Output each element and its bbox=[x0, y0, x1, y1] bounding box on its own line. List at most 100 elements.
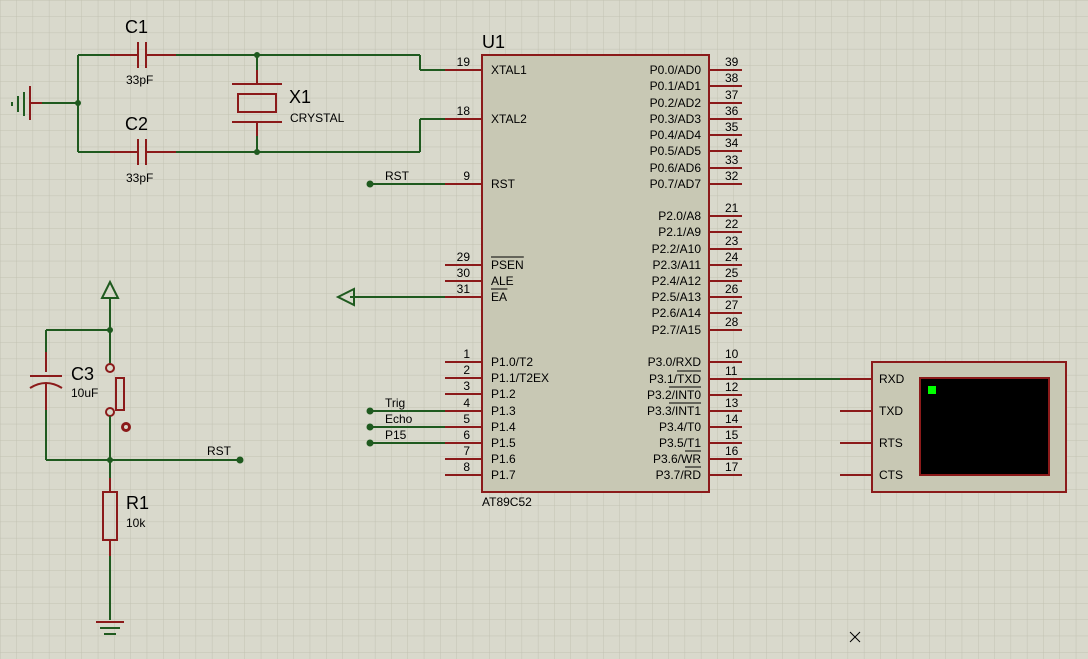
mcu-pin-number: 24 bbox=[725, 250, 739, 264]
mcu-pin-number: 3 bbox=[463, 379, 470, 393]
mcu-pin-number: 18 bbox=[457, 104, 471, 118]
mcu-pin-number: 12 bbox=[725, 380, 739, 394]
reset-circuit: C3 10uF RST R1 10k bbox=[29, 279, 244, 635]
mcu-pin-name: P0.1/AD1 bbox=[650, 79, 702, 93]
terminal-cursor bbox=[928, 386, 936, 394]
c1-value: 33pF bbox=[126, 73, 153, 87]
c3-value: 10uF bbox=[71, 386, 98, 400]
mcu-pin-name: P3.2/INT0 bbox=[647, 388, 701, 402]
mcu-pin-name: P3.3/INT1 bbox=[647, 404, 701, 418]
mcu-pin-number: 36 bbox=[725, 104, 739, 118]
mcu-pin-name: P2.5/A13 bbox=[652, 290, 702, 304]
mcu-pin-name: P1.5 bbox=[491, 436, 516, 450]
terminal-pin-txd: TXD bbox=[879, 404, 903, 418]
terminal-pin-cts: CTS bbox=[879, 468, 903, 482]
mcu-pin-name: P2.7/A15 bbox=[652, 323, 702, 337]
rst-net-mcu: RST bbox=[366, 169, 445, 188]
virtual-terminal[interactable]: RXD TXD RTS CTS bbox=[840, 361, 1067, 493]
mcu-pin-number: 4 bbox=[463, 396, 470, 410]
mcu-right-pins: 39P0.0/AD038P0.1/AD137P0.2/AD236P0.3/AD3… bbox=[647, 55, 742, 482]
mcu-pin-name: P0.2/AD2 bbox=[650, 96, 702, 110]
r1-value: 10k bbox=[126, 516, 146, 530]
terminal-pin-rts: RTS bbox=[879, 436, 903, 450]
rst-label-reset: RST bbox=[207, 444, 232, 458]
mcu-pin-number: 29 bbox=[457, 250, 471, 264]
mcu-ref: U1 bbox=[482, 32, 505, 52]
mcu-pin-number: 27 bbox=[725, 298, 739, 312]
mcu-pin-name: ALE bbox=[491, 274, 514, 288]
mcu-pin-number: 7 bbox=[463, 444, 470, 458]
mcu-pin-name: RST bbox=[491, 177, 516, 191]
mcu-pin-number: 6 bbox=[463, 428, 470, 442]
mcu-pin-name: P2.2/A10 bbox=[652, 242, 702, 256]
mcu-pin-number: 9 bbox=[463, 169, 470, 183]
c3-ref: C3 bbox=[71, 364, 94, 384]
mcu-pin-number: 28 bbox=[725, 315, 739, 329]
mcu-pin-number: 5 bbox=[463, 412, 470, 426]
mcu-pin-name: P3.1/TXD bbox=[649, 372, 701, 386]
mcu-pin-name: P2.3/A11 bbox=[653, 258, 702, 272]
mcu-pin-name: P2.6/A14 bbox=[652, 306, 702, 320]
ground-symbol-left bbox=[11, 86, 42, 120]
mcu-pin-number: 14 bbox=[725, 412, 739, 426]
mcu-pin-name: P0.5/AD5 bbox=[650, 144, 702, 158]
ea-arrow bbox=[335, 287, 445, 307]
mcu-pin-name: P1.1/T2EX bbox=[491, 371, 549, 385]
mcu-pin-number: 17 bbox=[725, 460, 739, 474]
mcu-pin-name: P0.6/AD6 bbox=[650, 161, 702, 175]
c1-ref: C1 bbox=[125, 17, 148, 37]
mcu-pin-number: 15 bbox=[725, 428, 739, 442]
mcu-pin-name: EA bbox=[491, 290, 507, 304]
mcu-u1[interactable]: U1 AT89C52 19XTAL118XTAL29RST29PSEN30ALE… bbox=[445, 32, 742, 509]
mcu-pin-number: 10 bbox=[725, 347, 739, 361]
c2-ref: C2 bbox=[125, 114, 148, 134]
mcu-pin-number: 39 bbox=[725, 55, 739, 69]
mcu-pin-number: 30 bbox=[457, 266, 471, 280]
p15-label: P15 bbox=[385, 428, 407, 442]
mcu-pin-name: P0.7/AD7 bbox=[650, 177, 702, 191]
mcu-pin-number: 22 bbox=[725, 217, 739, 231]
mcu-pin-name: P1.4 bbox=[491, 420, 516, 434]
mcu-pin-name: P1.2 bbox=[491, 387, 516, 401]
c2-value: 33pF bbox=[126, 171, 153, 185]
mcu-pin-number: 2 bbox=[463, 363, 470, 377]
p1-nets: Trig Echo P15 bbox=[366, 396, 445, 447]
mcu-pin-number: 31 bbox=[457, 282, 471, 296]
mcu-part: AT89C52 bbox=[482, 495, 532, 509]
mcu-pin-number: 21 bbox=[725, 201, 739, 215]
mcu-pin-number: 23 bbox=[725, 234, 739, 248]
mcu-pin-name: P3.4/T0 bbox=[659, 420, 701, 434]
mcu-left-pins: 19XTAL118XTAL29RST29PSEN30ALE31EA1P1.0/T… bbox=[445, 55, 549, 482]
mcu-pin-number: 35 bbox=[725, 120, 739, 134]
mcu-pin-name: PSEN bbox=[491, 258, 524, 272]
mcu-pin-number: 19 bbox=[457, 55, 471, 69]
mcu-pin-name: P1.7 bbox=[491, 468, 516, 482]
oscillator-circuit: C1 33pF C2 33pF X1 CRYSTAL bbox=[11, 17, 445, 185]
terminal-pin-rxd: RXD bbox=[879, 372, 905, 386]
mcu-pin-number: 32 bbox=[725, 169, 739, 183]
terminal-screen bbox=[919, 377, 1050, 476]
mcu-pin-number: 25 bbox=[725, 266, 739, 280]
mcu-pin-name: P2.1/A9 bbox=[658, 225, 701, 239]
mcu-pin-name: P3.7/RD bbox=[656, 468, 702, 482]
mcu-pin-number: 11 bbox=[725, 364, 738, 378]
mcu-pin-number: 38 bbox=[725, 71, 739, 85]
r1-ref: R1 bbox=[126, 493, 149, 513]
mcu-pin-number: 33 bbox=[725, 153, 739, 167]
x1-value: CRYSTAL bbox=[290, 111, 345, 125]
mcu-pin-name: P3.0/RXD bbox=[648, 355, 702, 369]
mcu-pin-name: P2.4/A12 bbox=[652, 274, 702, 288]
mcu-pin-name: P1.3 bbox=[491, 404, 516, 418]
mcu-body bbox=[481, 54, 710, 493]
mcu-pin-number: 1 bbox=[463, 347, 470, 361]
mcu-pin-number: 13 bbox=[725, 396, 739, 410]
x1-ref: X1 bbox=[289, 87, 311, 107]
mcu-pin-name: P1.6 bbox=[491, 452, 516, 466]
mcu-pin-name: P3.6/WR bbox=[653, 452, 701, 466]
echo-label: Echo bbox=[385, 412, 413, 426]
mcu-pin-name: P3.5/T1 bbox=[659, 436, 701, 450]
mcu-pin-number: 37 bbox=[725, 88, 739, 102]
mouse-cross-cursor bbox=[849, 631, 861, 643]
mcu-pin-name: P0.3/AD3 bbox=[650, 112, 702, 126]
